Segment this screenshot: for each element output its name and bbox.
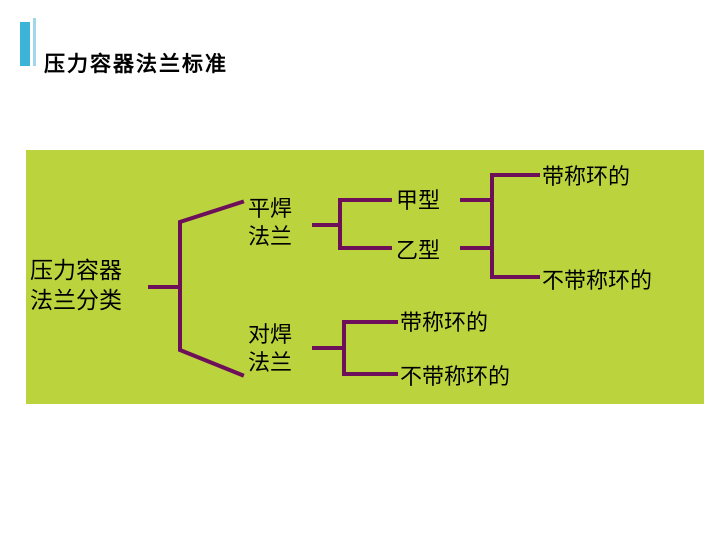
slide-title: 压力容器法兰标准 bbox=[44, 52, 228, 76]
connector-butt-bracket bbox=[342, 320, 398, 376]
root-node-line2: 法兰分类 bbox=[30, 288, 122, 314]
connector-flat-bracket bbox=[338, 198, 392, 250]
butt-weld-node-line1: 对焊 bbox=[248, 323, 292, 348]
flat-with-ring-node: 带称环的 bbox=[542, 165, 630, 190]
connector-root-lower bbox=[178, 285, 245, 378]
butt-weld-node-line2: 法兰 bbox=[248, 351, 292, 376]
root-node-line1: 压力容器 bbox=[30, 258, 122, 284]
type-b-node: 乙型 bbox=[396, 239, 440, 264]
connector-ring-bracket bbox=[490, 173, 540, 279]
classification-tree: 压力容器 法兰分类 平焊 法兰 对焊 法兰 甲型 乙型 带称环的 不带称环的 带… bbox=[30, 165, 652, 390]
tree-connectors bbox=[148, 173, 540, 378]
flat-weld-node-line1: 平焊 bbox=[248, 197, 292, 222]
type-a-node: 甲型 bbox=[396, 189, 440, 214]
connector-root-upper bbox=[178, 199, 245, 289]
accent-bar-thin bbox=[33, 18, 36, 66]
butt-without-ring-node: 不带称环的 bbox=[400, 365, 510, 390]
classification-diagram-panel: 压力容器 法兰分类 平焊 法兰 对焊 法兰 甲型 乙型 带称环的 不带称环的 带… bbox=[26, 150, 704, 404]
accent-bar bbox=[20, 22, 30, 66]
butt-with-ring-node: 带称环的 bbox=[400, 311, 488, 336]
flat-without-ring-node: 不带称环的 bbox=[542, 269, 652, 294]
flat-weld-node-line2: 法兰 bbox=[248, 225, 292, 250]
